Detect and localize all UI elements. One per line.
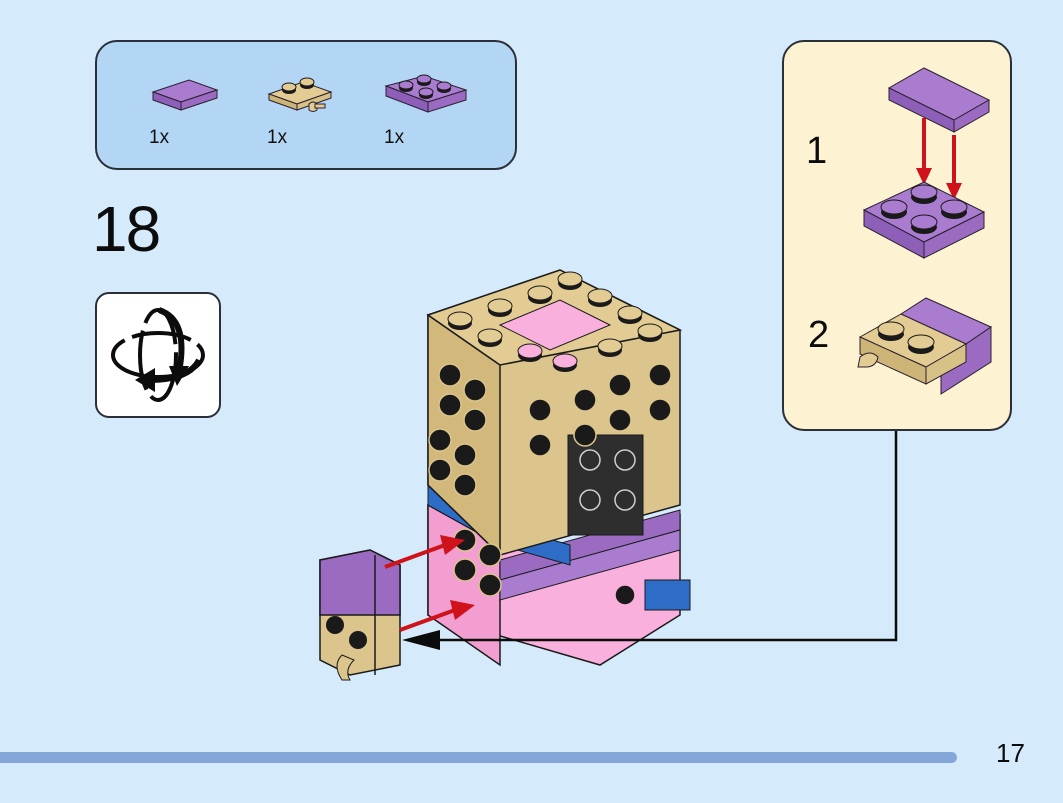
part-qty: 1x xyxy=(267,127,288,148)
purple-plate-icon xyxy=(384,74,468,113)
progress-bar xyxy=(0,752,957,763)
page-number: 17 xyxy=(996,738,1025,768)
sub-step-1-illustration xyxy=(862,67,991,259)
sub-step-number: 2 xyxy=(808,314,830,356)
sub-assembly-callout: 1 2 xyxy=(782,40,1012,431)
part-tan-clip-plate: 1x xyxy=(267,72,367,162)
tan-clip-plate-icon xyxy=(267,77,333,112)
rotate-model-callout xyxy=(95,292,221,418)
sub-step-2-illustration xyxy=(857,297,993,395)
rotate-model-icon xyxy=(111,307,205,402)
part-purple-plate-2x2: 1x xyxy=(384,72,484,162)
part-qty: 1x xyxy=(149,127,170,148)
purple-tile-icon xyxy=(151,79,219,111)
parts-list-callout: 1x 1x 1x xyxy=(95,40,517,170)
sub-step-number: 1 xyxy=(806,130,828,172)
step-number: 18 xyxy=(92,193,161,265)
main-model-illustration xyxy=(319,269,691,681)
part-qty: 1x xyxy=(384,127,405,148)
part-purple-tile: 1x xyxy=(149,72,249,162)
